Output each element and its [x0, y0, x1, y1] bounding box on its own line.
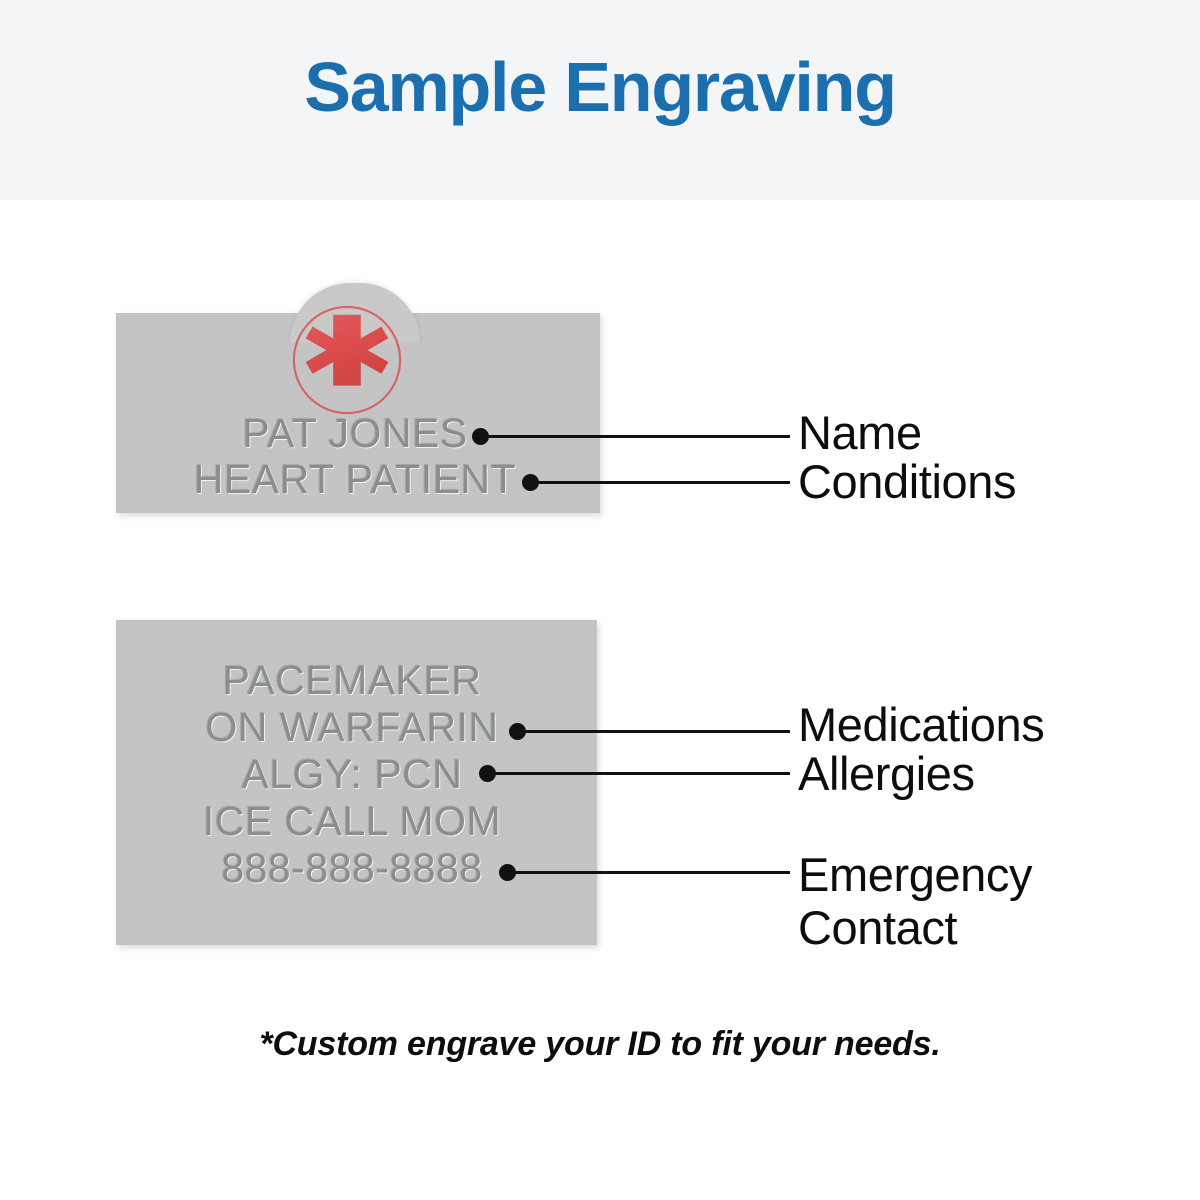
callout-dot-medications: [509, 723, 526, 740]
footer-note: *Custom engrave your ID to fit your need…: [259, 1025, 941, 1063]
tag-two-engraved-text: PACEMAKER ON WARFARIN ALGY: PCN ICE CALL…: [116, 657, 588, 892]
callout-dot-conditions: [522, 474, 539, 491]
id-tag-front-plate: PAT JONES HEART PATIENT: [116, 283, 600, 513]
callout-line-conditions: [531, 481, 790, 484]
id-tag-back-plate: PACEMAKER ON WARFARIN ALGY: PCN ICE CALL…: [116, 620, 597, 945]
callout-line-name: [481, 435, 790, 438]
engraved-line-name: PAT JONES: [242, 410, 468, 456]
engraved-line-phone: 888-888-8888: [221, 845, 483, 891]
engraved-line-allergy: ALGY: PCN: [241, 751, 463, 797]
page-title: Sample Engraving: [304, 48, 897, 126]
engraved-line-pacemaker: PACEMAKER: [222, 657, 482, 703]
header-band: [0, 0, 1200, 200]
callout-dot-allergies: [479, 765, 496, 782]
callout-line-emergency-contact: [508, 871, 790, 874]
callout-label-medications: Medications: [798, 698, 1045, 751]
callout-label-name: Name: [798, 406, 922, 459]
callout-dot-name: [472, 428, 489, 445]
tag-one-engraved-text: PAT JONES HEART PATIENT: [116, 410, 594, 502]
callout-label-emergency-contact: Emergency Contact: [798, 848, 1033, 954]
callout-label-allergies: Allergies: [798, 747, 975, 800]
callout-line-medications: [518, 730, 790, 733]
callout-line-allergies: [488, 772, 790, 775]
callout-label-conditions: Conditions: [798, 455, 1017, 508]
engraved-line-conditions: HEART PATIENT: [193, 456, 517, 502]
engraved-line-medication: ON WARFARIN: [205, 704, 499, 750]
medical-star-of-life-icon: [288, 301, 406, 419]
engraved-line-ice: ICE CALL MOM: [202, 798, 502, 844]
callout-dot-emergency-contact: [499, 864, 516, 881]
